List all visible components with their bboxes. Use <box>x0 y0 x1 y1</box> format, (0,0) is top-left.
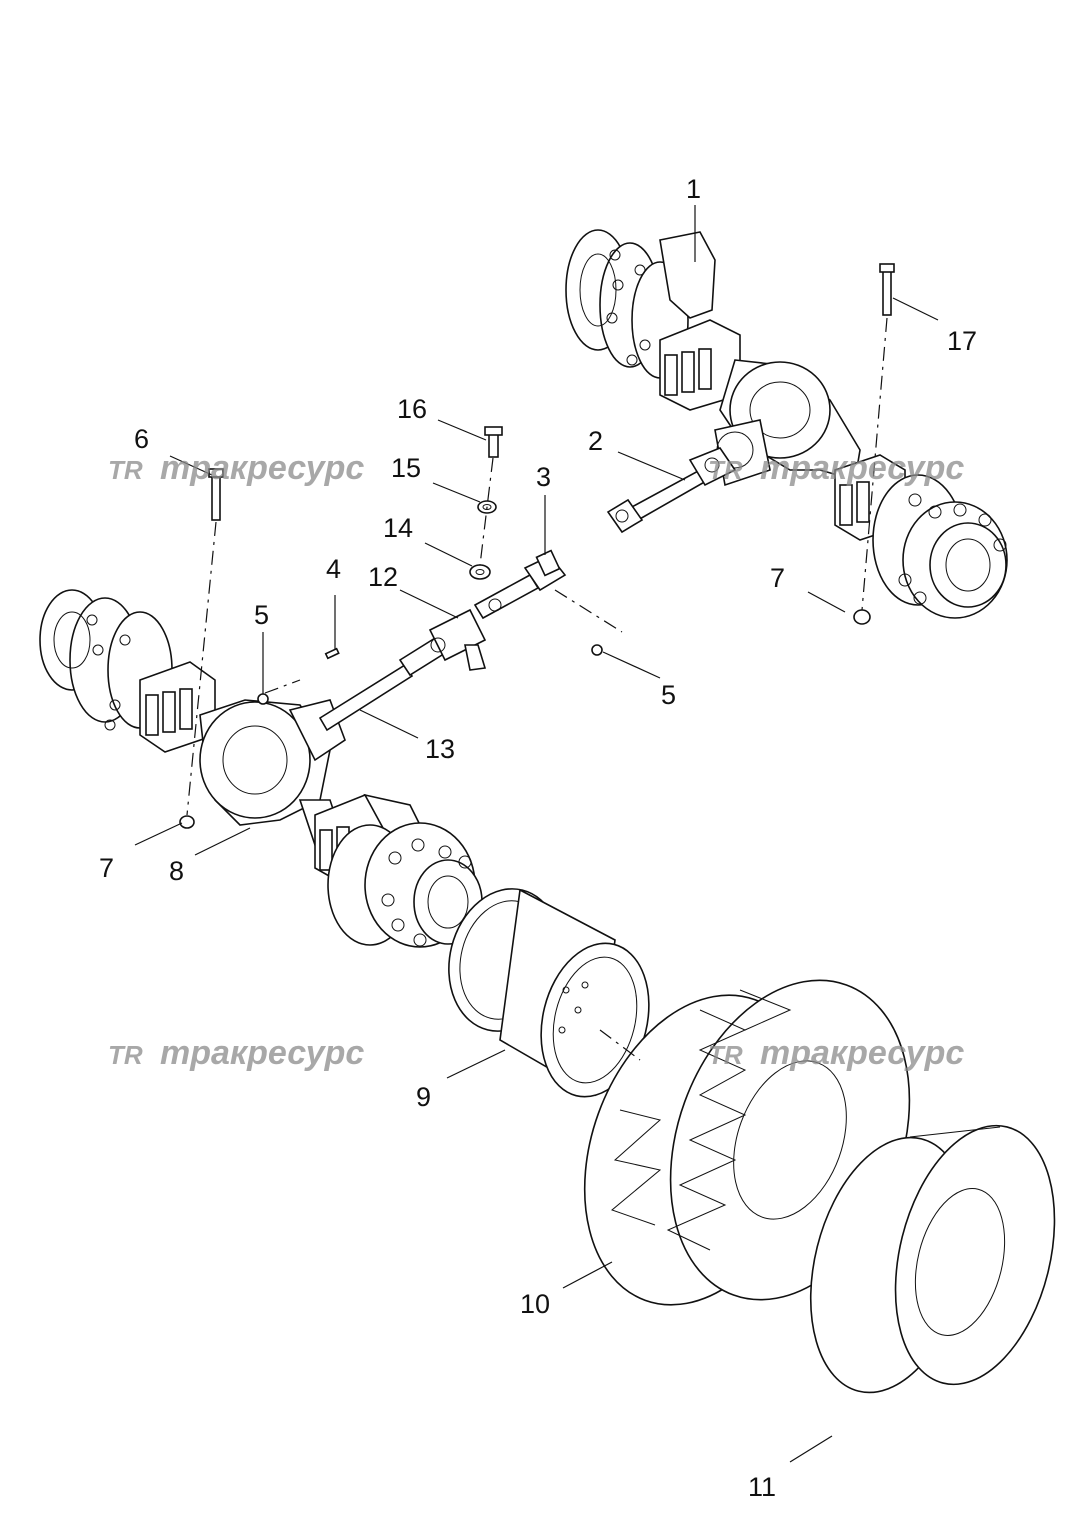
tyre-11 <box>809 1124 1056 1394</box>
callout-10: 10 <box>520 1289 550 1319</box>
callout-1: 1 <box>686 174 701 204</box>
callout-5-right: 5 <box>661 680 676 710</box>
rear-axle-assembly <box>565 229 1008 619</box>
callout-9: 9 <box>416 1082 431 1112</box>
callout-5-left: 5 <box>254 600 269 630</box>
watermark-1: TR тракресурс <box>108 449 364 487</box>
watermark-3: TR тракресурс <box>108 1034 364 1072</box>
watermark-logo: TR <box>108 455 143 485</box>
propshaft-12-13 <box>318 549 567 732</box>
callout-15: 15 <box>391 453 421 483</box>
watermark-4: TR тракресурс <box>708 1034 964 1072</box>
callout-16: 16 <box>397 394 427 424</box>
callout-11: 11 <box>748 1472 776 1502</box>
rim-9 <box>448 888 650 1098</box>
centre-lines <box>186 317 888 1061</box>
leader-lines <box>134 205 939 1463</box>
propshaft-2 <box>606 447 737 534</box>
callout-6: 6 <box>134 424 149 454</box>
watermark-logo: TR <box>708 455 743 485</box>
callout-labels: 1 2 3 4 5 5 6 7 7 8 9 10 11 12 13 14 15 … <box>99 174 977 1502</box>
watermark-text: тракресурс <box>160 1034 364 1072</box>
callout-17: 17 <box>947 326 977 356</box>
callout-4: 4 <box>326 554 341 584</box>
watermark-logo: TR <box>108 1040 143 1070</box>
callout-8: 8 <box>169 856 184 886</box>
callout-14: 14 <box>383 513 413 543</box>
watermark-text: тракресурс <box>760 1034 964 1072</box>
watermark-text: тракресурс <box>160 449 364 487</box>
watermarks: TR тракресурс TR тракресурс TR тракресур… <box>108 449 964 1072</box>
watermark-logo: TR <box>708 1040 743 1070</box>
callout-13: 13 <box>425 734 455 764</box>
callout-7-right: 7 <box>770 563 785 593</box>
front-axle-assembly <box>39 589 483 948</box>
watermark-2: TR тракресурс <box>708 449 964 487</box>
callout-3: 3 <box>536 462 551 492</box>
callout-12: 12 <box>368 562 398 592</box>
callout-2: 2 <box>588 426 603 456</box>
callout-7-left: 7 <box>99 853 114 883</box>
watermark-text: тракресурс <box>760 449 964 487</box>
